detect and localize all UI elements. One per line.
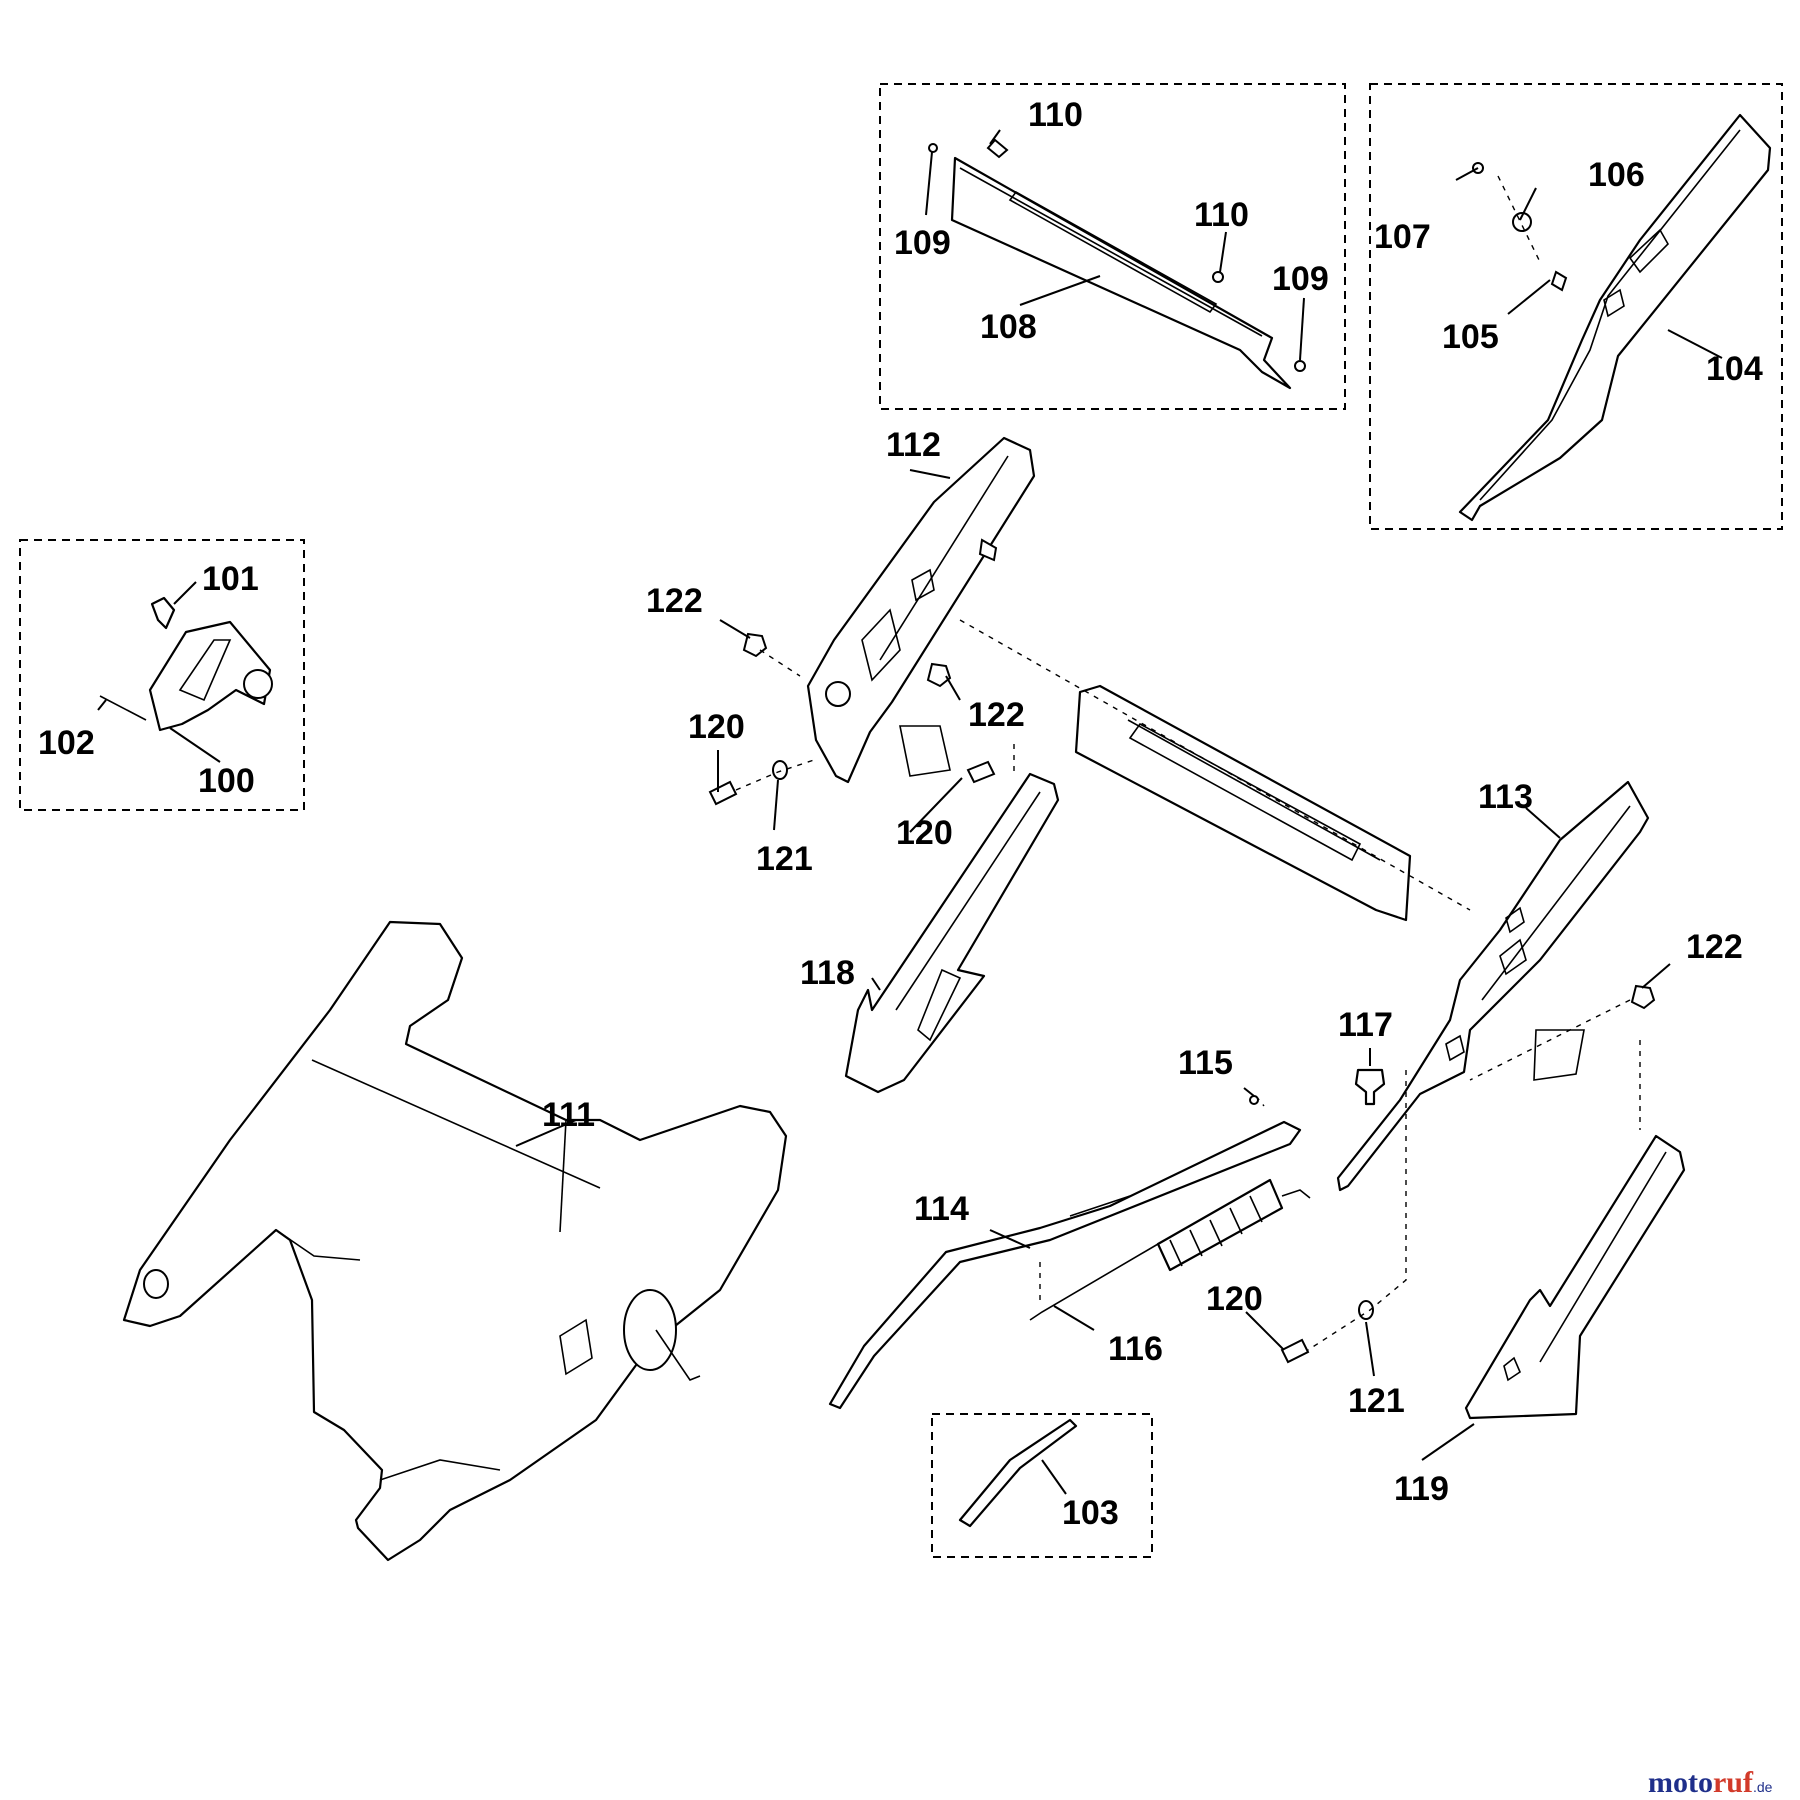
group-box-108 bbox=[879, 83, 1346, 410]
label-118: 118 bbox=[800, 954, 855, 992]
label-108: 108 bbox=[980, 308, 1037, 346]
part-119-slide bbox=[1464, 1134, 1686, 1420]
label-120-right: 120 bbox=[1206, 1280, 1263, 1318]
label-113: 113 bbox=[1478, 778, 1533, 816]
label-120-left: 120 bbox=[688, 708, 745, 746]
part-111-main-frame bbox=[122, 920, 788, 1562]
part-103-rod bbox=[958, 1418, 1078, 1528]
part-number-labels: 110 109 110 109 108 106 107 105 104 112 … bbox=[38, 96, 1763, 1532]
part-108-crossbar bbox=[928, 138, 1306, 390]
label-106: 106 bbox=[1588, 156, 1645, 194]
part-center-tube bbox=[1074, 684, 1412, 922]
label-110-top: 110 bbox=[1028, 96, 1083, 134]
group-box-100 bbox=[19, 539, 305, 811]
label-116: 116 bbox=[1108, 1330, 1163, 1368]
label-103: 103 bbox=[1062, 1494, 1119, 1532]
small-parts bbox=[708, 632, 1656, 1364]
label-122-right: 122 bbox=[1686, 928, 1743, 966]
part-117-screw bbox=[1354, 1068, 1386, 1106]
group-box-103 bbox=[931, 1413, 1153, 1558]
label-110-mid: 110 bbox=[1194, 196, 1249, 234]
label-121-right: 121 bbox=[1348, 1382, 1405, 1420]
label-102: 102 bbox=[38, 724, 95, 762]
label-109-right: 109 bbox=[1272, 260, 1329, 298]
label-121-left: 121 bbox=[756, 840, 813, 878]
watermark-logo: motoruf.de bbox=[1648, 1766, 1773, 1799]
label-120-mid: 120 bbox=[896, 814, 953, 852]
label-107: 107 bbox=[1374, 218, 1431, 256]
part-116-spring bbox=[1029, 1178, 1311, 1321]
label-101: 101 bbox=[202, 560, 259, 598]
label-100: 100 bbox=[198, 762, 255, 800]
assembly-lines bbox=[735, 175, 1641, 1351]
leader-lines bbox=[97, 129, 1723, 1495]
svg-text:motoruf.de: motoruf.de bbox=[1648, 1766, 1773, 1799]
label-119: 119 bbox=[1394, 1470, 1449, 1508]
label-111: 111 bbox=[542, 1096, 595, 1134]
label-122-mid: 122 bbox=[968, 696, 1025, 734]
part-114-rod bbox=[828, 1095, 1302, 1410]
part-118-slide bbox=[844, 772, 1060, 1094]
label-109-left: 109 bbox=[894, 224, 951, 262]
label-114: 114 bbox=[914, 1190, 969, 1228]
part-104-side-panel bbox=[1458, 113, 1772, 522]
group-box-104 bbox=[1369, 83, 1783, 530]
part-112-left-bracket bbox=[806, 436, 1036, 784]
part-113-right-bracket bbox=[1336, 780, 1650, 1192]
label-112: 112 bbox=[886, 426, 941, 464]
label-115: 115 bbox=[1178, 1044, 1233, 1082]
label-104: 104 bbox=[1706, 350, 1763, 388]
part-100-lever bbox=[99, 596, 273, 732]
label-105: 105 bbox=[1442, 318, 1499, 356]
label-117: 117 bbox=[1338, 1006, 1393, 1044]
label-122-left: 122 bbox=[646, 582, 703, 620]
